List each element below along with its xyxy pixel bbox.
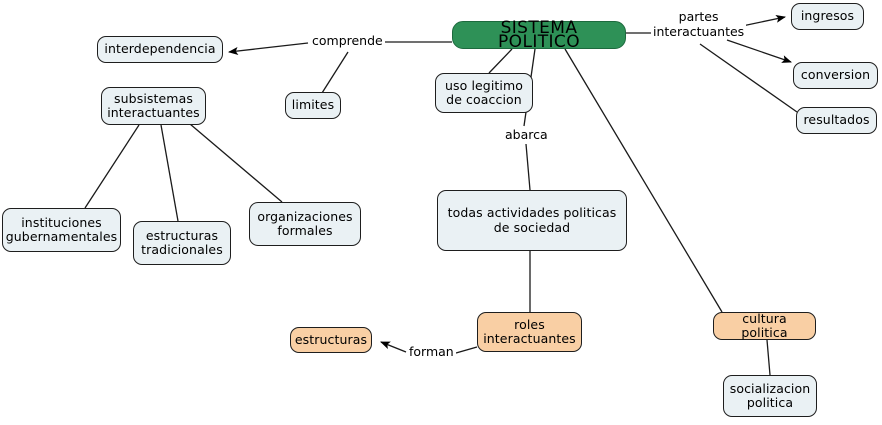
edge-root-cultura: [564, 48, 723, 313]
node-ingresos[interactable]: ingresos: [791, 3, 864, 30]
node-resultados[interactable]: resultados: [796, 107, 877, 134]
edge-subsistemas-estructuras-tradicionales: [160, 124, 179, 222]
node-organizaciones-formales[interactable]: organizaciones formales: [249, 202, 361, 246]
edge-root-uso-legitimo: [488, 48, 513, 74]
edge-subsistemas-organizaciones: [189, 123, 283, 203]
node-limites[interactable]: limites: [285, 92, 341, 119]
edge-label-abarca: abarca: [503, 127, 550, 143]
node-interdependencia[interactable]: interdependencia: [97, 36, 223, 63]
edge-comprende-limites: [321, 51, 349, 94]
node-estructuras[interactable]: estructuras: [290, 327, 372, 353]
node-roles-interactuantes[interactable]: roles interactuantes: [477, 312, 582, 352]
node-todas-actividades-politicas[interactable]: todas actividades politicas de sociedad: [437, 190, 627, 251]
edge-subsistemas-instituciones: [84, 124, 140, 209]
edge-label-forman: forman: [407, 344, 456, 360]
node-subsistemas-interactuantes[interactable]: subsistemas interactuantes: [101, 87, 206, 125]
edge-label-partes-interactuantes: partes interactuantes: [651, 9, 747, 39]
node-conversion[interactable]: conversion: [793, 62, 878, 89]
node-sistema-politico[interactable]: SISTEMA POLITICO: [452, 19, 626, 51]
edge-partes-resultados: [699, 43, 798, 113]
node-cultura-politica[interactable]: cultura politica: [713, 311, 816, 340]
edge-comprende-interdependencia: [228, 42, 309, 55]
node-estructuras-tradicionales[interactable]: estructuras tradicionales: [133, 221, 231, 265]
edge-abarca-actividades: [525, 143, 531, 191]
edge-partes-conversion: [726, 39, 792, 63]
edge-label-comprende: comprende: [310, 33, 385, 49]
node-instituciones-gubernamentales[interactable]: instituciones gubernamentales: [2, 208, 121, 252]
edge-cultura-socializacion: [766, 339, 771, 376]
edge-forman-estructuras: [380, 341, 407, 353]
node-socializacion-politica[interactable]: socializacion politica: [723, 375, 817, 417]
edge-roles-forman: [455, 346, 478, 354]
node-uso-legitimo-de-coaccion[interactable]: uso legitimo de coaccion: [435, 73, 533, 113]
